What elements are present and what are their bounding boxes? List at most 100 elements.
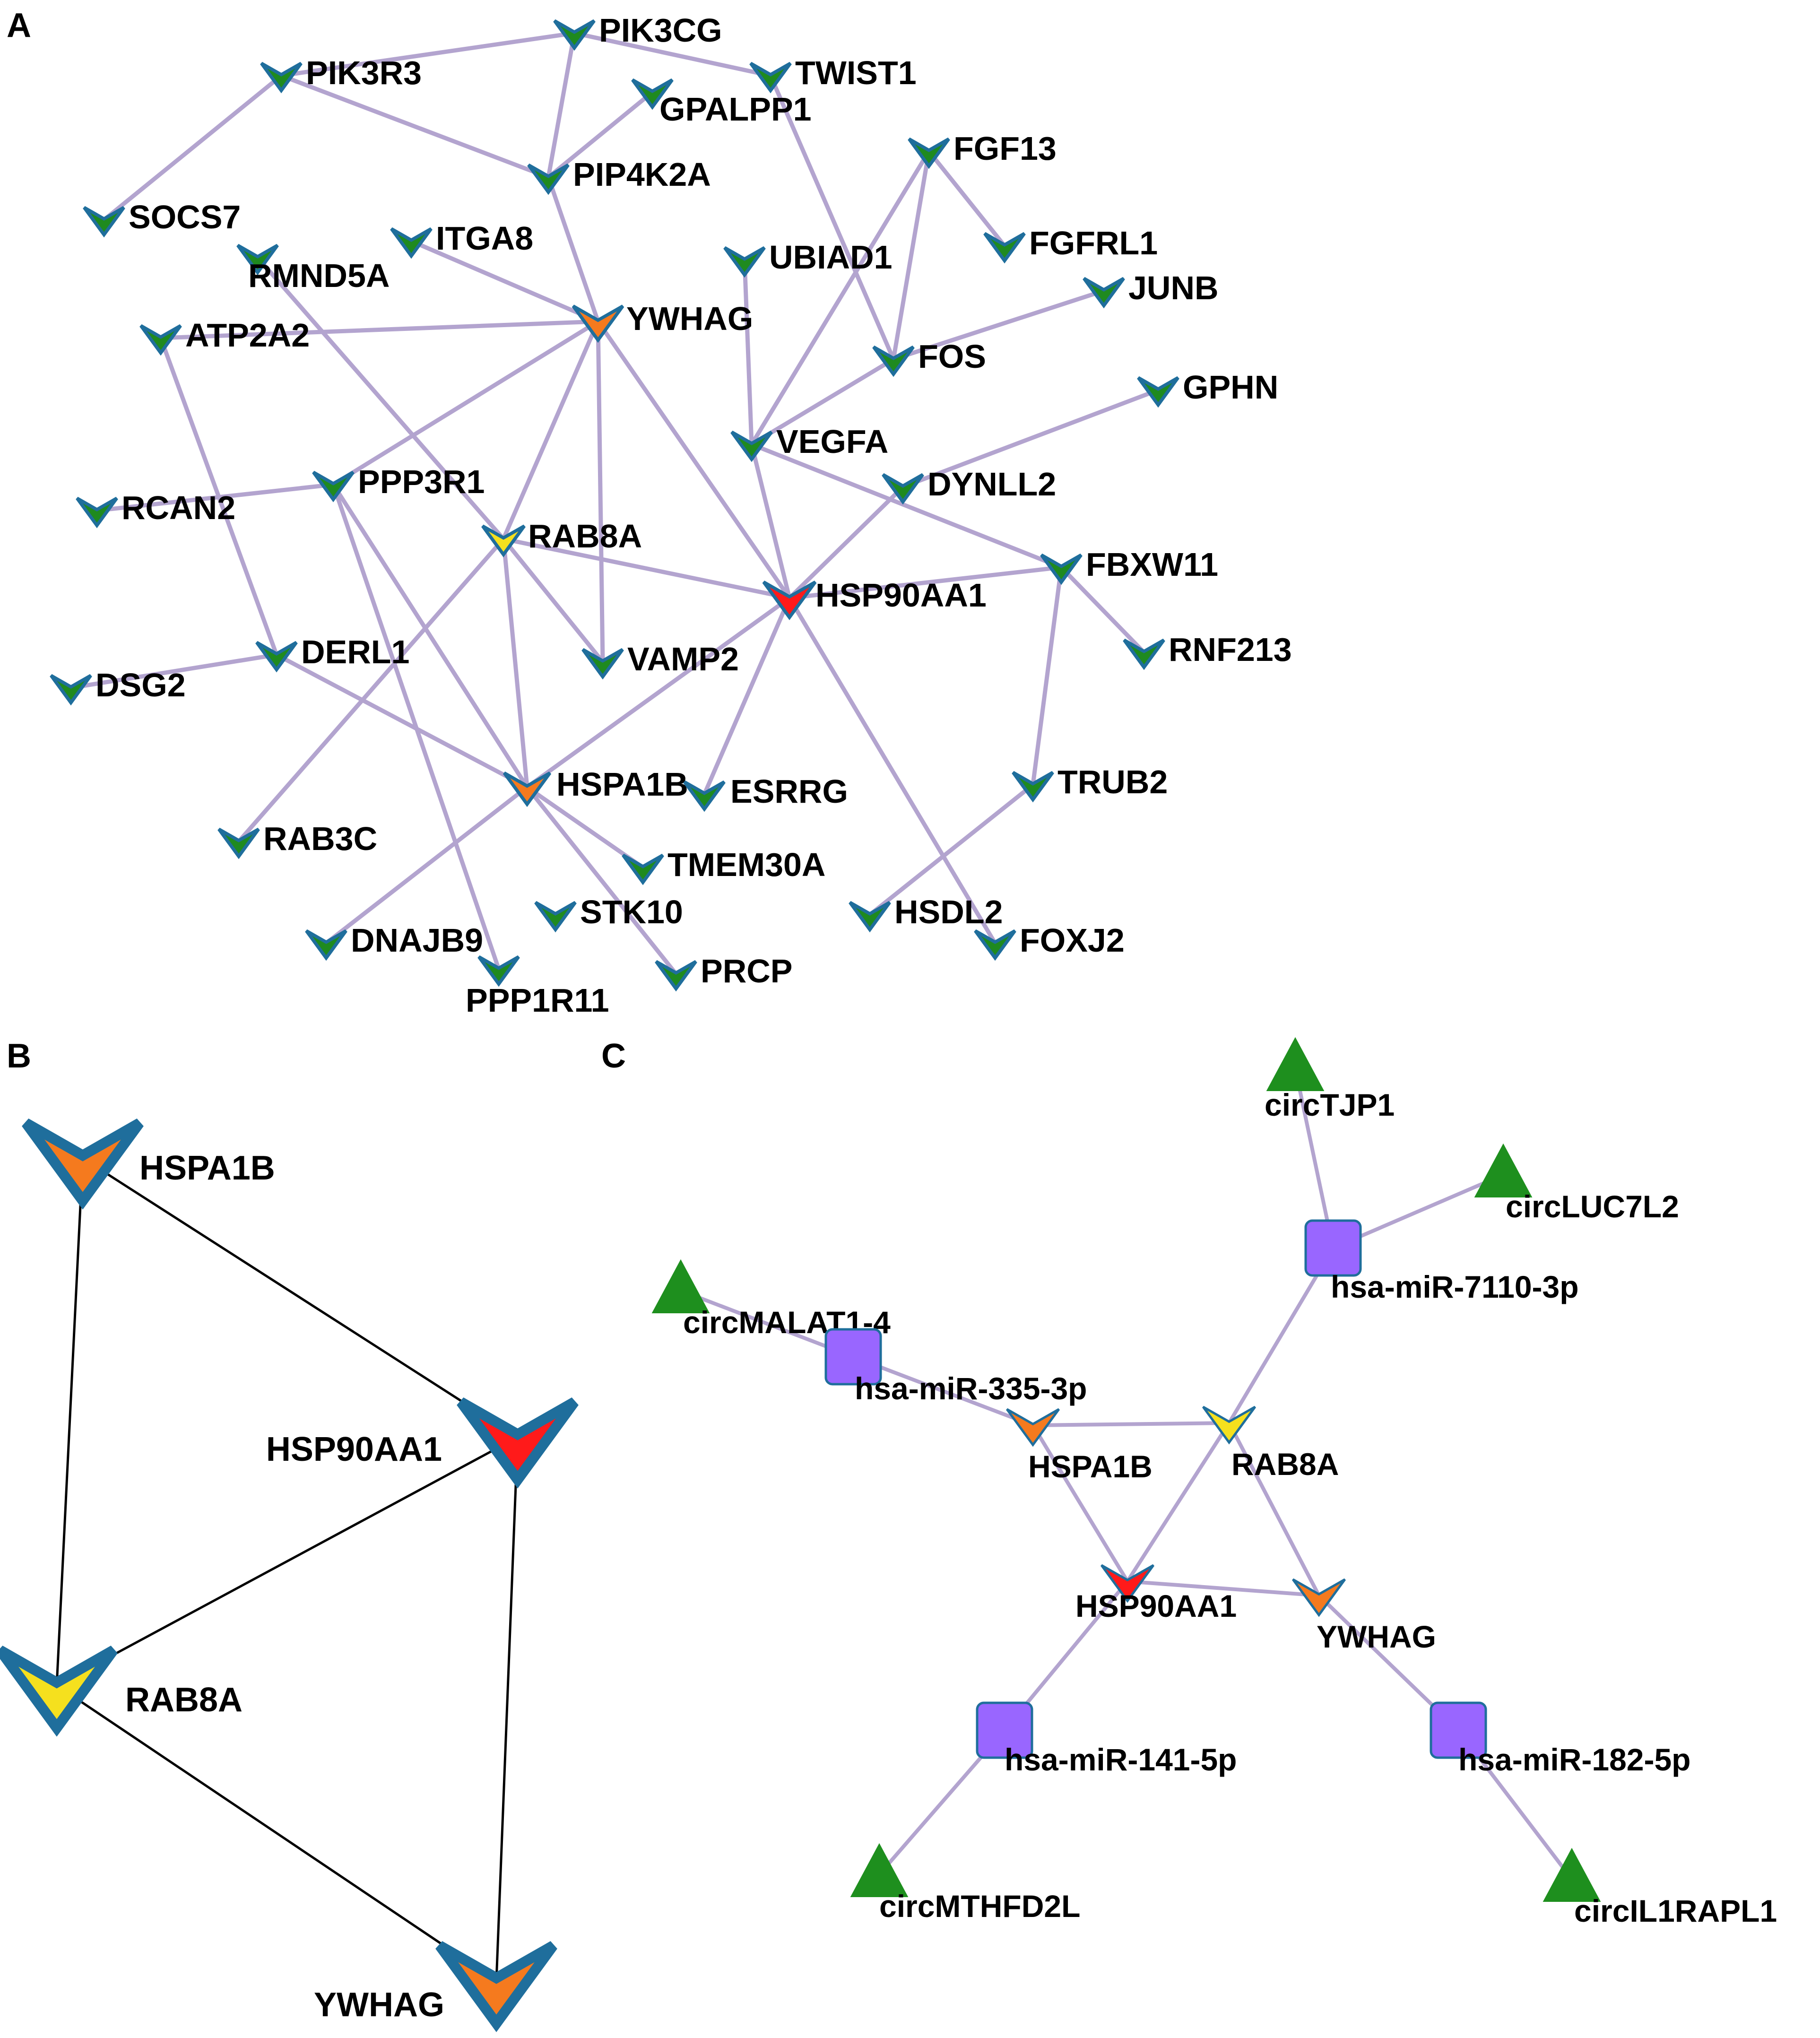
panel-c-label-hsa-mir-7110-3p: hsa-miR-7110-3p [1331, 1269, 1579, 1304]
panel-a-edge-pik3cg-twist1 [572, 31, 773, 78]
panel-a-node-gpalpp1 [631, 78, 674, 110]
panel-c-label-ywhag: YWHAG [1317, 1619, 1436, 1654]
panel-c-label-hsa-mir-182-5p: hsa-miR-182-5p [1458, 1742, 1691, 1777]
panel-a-label-ubiad1: UBIAD1 [769, 239, 893, 276]
panel-b-label-rab8a: RAB8A [125, 1681, 243, 1719]
panel-c-node-circmthfd2l [850, 1843, 909, 1897]
panel-b-edge-rab8a-ywhag [55, 1684, 498, 1982]
panel-a-label-dnajb9: DNAJB9 [351, 922, 483, 959]
panel-a-node-ppp3r1 [312, 470, 355, 503]
panel-a-label-rcan2: RCAN2 [121, 489, 235, 526]
panel-a-node-atp2a2 [139, 324, 182, 356]
panel-b-node-hspa1b [22, 1119, 144, 1210]
panel-c-edge-hsp90aa1-ywhag [1126, 1579, 1321, 1597]
panel-c-node-circmalat1-4 [651, 1259, 710, 1313]
panel-a-node-twist1 [749, 61, 792, 94]
panel-c-node-hsa-mir-335-3p [824, 1328, 882, 1386]
panel-a-edge-ppp3r1-hspa1b [331, 482, 529, 789]
panel-a-node-trub2 [1012, 771, 1054, 803]
panel-c-label-rab8a: RAB8A [1231, 1447, 1339, 1482]
panel-c-nodes: circTJP1circLUC7L2hsa-miR-7110-3pcircMAL… [651, 1037, 1777, 1928]
panel-a-edge-junb-fos [891, 288, 1106, 362]
panel-a-node-dnajb9 [305, 929, 347, 961]
panel-a-node-dynll2 [882, 473, 924, 505]
panel-a-label-rab8a: RAB8A [528, 518, 642, 555]
panel-a-label-pik3cg: PIK3CG [599, 12, 722, 49]
panel-a-edge-pip4k2a-ywhag [546, 175, 600, 324]
panel-a-edge-hsp90aa1-hspa1b [525, 596, 792, 789]
panel-a-node-fbxw11 [1040, 553, 1083, 585]
panel-a-edge-fbxw11-rnf213 [1059, 565, 1146, 655]
panel-a-letter: A [7, 7, 31, 44]
panel-a-label-fos: FOS [918, 338, 986, 375]
panel-a-node-pik3r3 [260, 61, 303, 94]
panel-c-label-hsp90aa1: HSP90AA1 [1075, 1588, 1237, 1623]
panel-b-edge-hspa1b-hsp90aa1 [81, 1157, 519, 1439]
panel-c-label-circmthfd2l: circMTHFD2L [879, 1889, 1080, 1924]
panel-b-label-hsp90aa1: HSP90AA1 [266, 1431, 442, 1468]
panel-c-label-hspa1b: HSPA1B [1028, 1449, 1153, 1484]
panel-a-label-prcp: PRCP [701, 953, 792, 989]
panel-a-label-foxj2: FOXJ2 [1020, 922, 1125, 959]
panel-a-node-esrrg [683, 780, 726, 812]
panel-a-label-stk10: STK10 [580, 893, 683, 930]
panel-a-edge-gpalpp1-pip4k2a [546, 90, 655, 180]
panel-c-network: circTJP1circLUC7L2hsa-miR-7110-3pcircMAL… [651, 1037, 1777, 1928]
panel-a-edge-derl1-hspa1b [274, 652, 529, 789]
panel-a-edge-pik3r3-socs7 [102, 73, 284, 222]
panel-a-edge-vegfa-hsp90aa1 [749, 442, 792, 600]
panel-a-node-prcp [655, 960, 697, 992]
panel-a-label-hsdl2: HSDL2 [894, 893, 1003, 930]
panel-a-edge-vegfa-fbxw11 [749, 442, 1064, 570]
panel-a-edge-hsp90aa1-fbxw11 [787, 565, 1064, 600]
panel-a-node-hsp90aa1 [762, 581, 817, 620]
panel-b-letter: B [7, 1037, 31, 1075]
panel-a-node-derl1 [255, 641, 298, 673]
panel-a-node-pik3cg [553, 19, 596, 51]
panel-a-edge-atp2a2-ywhag [158, 319, 600, 340]
panel-a-node-vegfa [730, 430, 773, 462]
panel-a-node-rab8a [481, 524, 526, 558]
panel-a-label-ppp1r11: PPP1R11 [466, 982, 609, 1019]
panel-a-node-fos [872, 345, 915, 377]
panel-c-node-hspa1b [1005, 1408, 1060, 1447]
panel-a-edges [69, 31, 1161, 976]
panel-a-edge-rab8a-rab3c [236, 537, 506, 844]
panel-a-node-stk10 [534, 901, 577, 933]
panel-a-node-gphn [1137, 376, 1179, 408]
panel-b-node-hsp90aa1 [457, 1397, 579, 1489]
panel-a-node-socs7 [83, 206, 125, 238]
panel-a-node-ubiad1 [723, 246, 766, 278]
panel-a-label-socs7: SOCS7 [129, 199, 241, 235]
panel-c-label-hsa-mir-335-3p: hsa-miR-335-3p [855, 1371, 1087, 1406]
panel-a-label-esrrg: ESRRG [730, 773, 848, 810]
panel-b-edge-hsp90aa1-ywhag [495, 1436, 519, 1982]
panel-c-node-circtjp1 [1266, 1037, 1325, 1091]
panel-a-label-ppp3r1: PPP3R1 [358, 463, 485, 500]
panel-a-label-pip4k2a: PIP4K2A [573, 156, 711, 193]
panel-a-edge-fgf13-vegfa [749, 149, 931, 447]
panel-c-label-circluc7l2: circLUC7L2 [1506, 1189, 1679, 1224]
panel-a-node-vamp2 [581, 648, 624, 680]
panel-a-node-hsdl2 [849, 901, 891, 933]
panel-a-edge-gphn-dynll2 [901, 388, 1161, 489]
panel-a-edge-dynll2-hsp90aa1 [787, 485, 905, 600]
panel-a-label-fbxw11: FBXW11 [1086, 546, 1218, 583]
panel-a-label-dsg2: DSG2 [95, 667, 186, 703]
panel-a-label-rnf213: RNF213 [1169, 631, 1292, 668]
panel-a-label-pik3r3: PIK3R3 [306, 54, 422, 91]
panel-a-edge-rab8a-hspa1b [501, 537, 529, 789]
panel-c-node-hsa-mir-141-5p [976, 1701, 1033, 1759]
panel-a-label-fgf13: FGF13 [953, 130, 1057, 167]
panel-b-node-rab8a [0, 1646, 118, 1737]
panel-a-label-tmem30a: TMEM30A [667, 846, 825, 883]
panel-a-label-twist1: TWIST1 [795, 54, 917, 91]
panel-a-node-rab3c [217, 827, 260, 859]
panel-a-node-ppp1r11 [477, 955, 520, 987]
panel-a-edge-ywhag-hsp90aa1 [596, 319, 792, 600]
panel-c-label-hsa-mir-141-5p: hsa-miR-141-5p [1005, 1742, 1237, 1777]
